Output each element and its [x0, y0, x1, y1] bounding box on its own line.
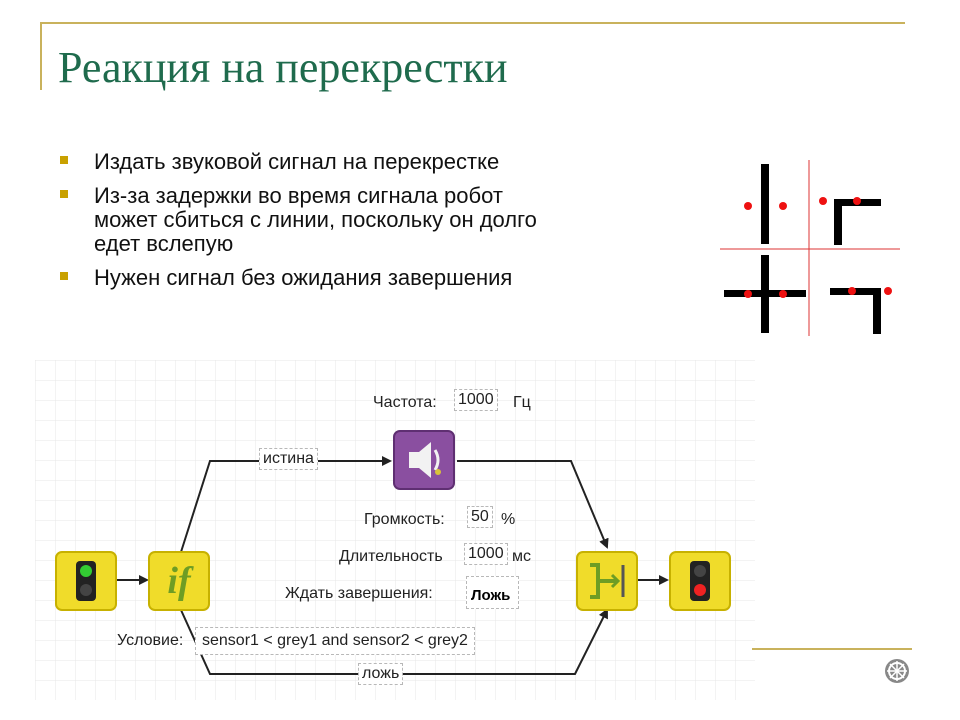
condition-field[interactable]: sensor1 < grey1 and sensor2 < grey2	[195, 627, 475, 655]
duration-label: Длительность	[339, 548, 443, 565]
bullet-text: Издать звуковой сигнал на перекрестке	[94, 149, 500, 174]
bullet-marker	[60, 272, 68, 280]
connector-true-branch	[180, 456, 392, 553]
sensor-dot	[853, 197, 861, 205]
end-block[interactable]	[669, 551, 731, 611]
connector-true-exit	[457, 460, 609, 549]
sensor-dot	[744, 290, 752, 298]
track-segment	[873, 288, 881, 334]
start-block[interactable]	[55, 551, 117, 611]
frequency-field[interactable]: 1000	[454, 389, 498, 411]
condition-label: Условие:	[117, 632, 184, 649]
frequency-label: Частота:	[373, 394, 437, 411]
track-segment	[834, 199, 842, 245]
logo-icon	[885, 659, 909, 683]
bullet-text: Нужен сигнал без ожидания завершения	[94, 265, 513, 290]
false-branch-label: ложь	[358, 663, 404, 685]
decorative-bottom-line	[752, 648, 912, 650]
bullet-list: Издать звуковой сигнал на перекрестке Из…	[60, 150, 540, 300]
intersection-diagram	[720, 160, 900, 336]
if-block[interactable]: if	[148, 551, 210, 611]
sensor-dot	[779, 290, 787, 298]
program-editor: if Частота: 1000 Гц истина ложь Громкост…	[35, 360, 755, 700]
traffic-light-red-icon	[690, 561, 710, 601]
sensor-dot	[884, 287, 892, 295]
bullet-text: Из-за задержки во время сигнала робот мо…	[94, 183, 537, 256]
duration-field[interactable]: 1000	[464, 543, 508, 565]
wait-label: Ждать завершения:	[285, 585, 433, 602]
bullet-item: Издать звуковой сигнал на перекрестке	[60, 150, 540, 174]
sensor-dot	[779, 202, 787, 210]
if-icon: if	[167, 560, 191, 602]
track-segment	[724, 290, 806, 297]
bullet-marker	[60, 190, 68, 198]
merge-block[interactable]	[576, 551, 638, 611]
track-segment	[761, 164, 769, 244]
wait-field[interactable]: Ложь	[466, 576, 520, 609]
sensor-dot	[848, 287, 856, 295]
volume-unit: %	[501, 511, 516, 528]
speaker-icon	[409, 442, 441, 478]
true-branch-label: истина	[259, 448, 318, 470]
bullet-marker	[60, 156, 68, 164]
slide-title: Реакция на перекрестки	[58, 43, 508, 92]
sensor-dot	[744, 202, 752, 210]
traffic-light-green-icon	[76, 561, 96, 601]
bullet-item: Из-за задержки во время сигнала робот мо…	[60, 184, 540, 256]
merge-icon	[590, 563, 625, 599]
duration-unit: мс	[512, 548, 531, 565]
decorative-top-line	[40, 22, 905, 24]
bullet-item: Нужен сигнал без ожидания завершения	[60, 266, 540, 290]
sound-block[interactable]	[393, 430, 455, 490]
frequency-unit: Гц	[513, 394, 531, 411]
volume-label: Громкость:	[364, 511, 445, 528]
sensor-dot	[819, 197, 827, 205]
volume-field[interactable]: 50	[467, 506, 493, 528]
decorative-left-line	[40, 22, 42, 90]
